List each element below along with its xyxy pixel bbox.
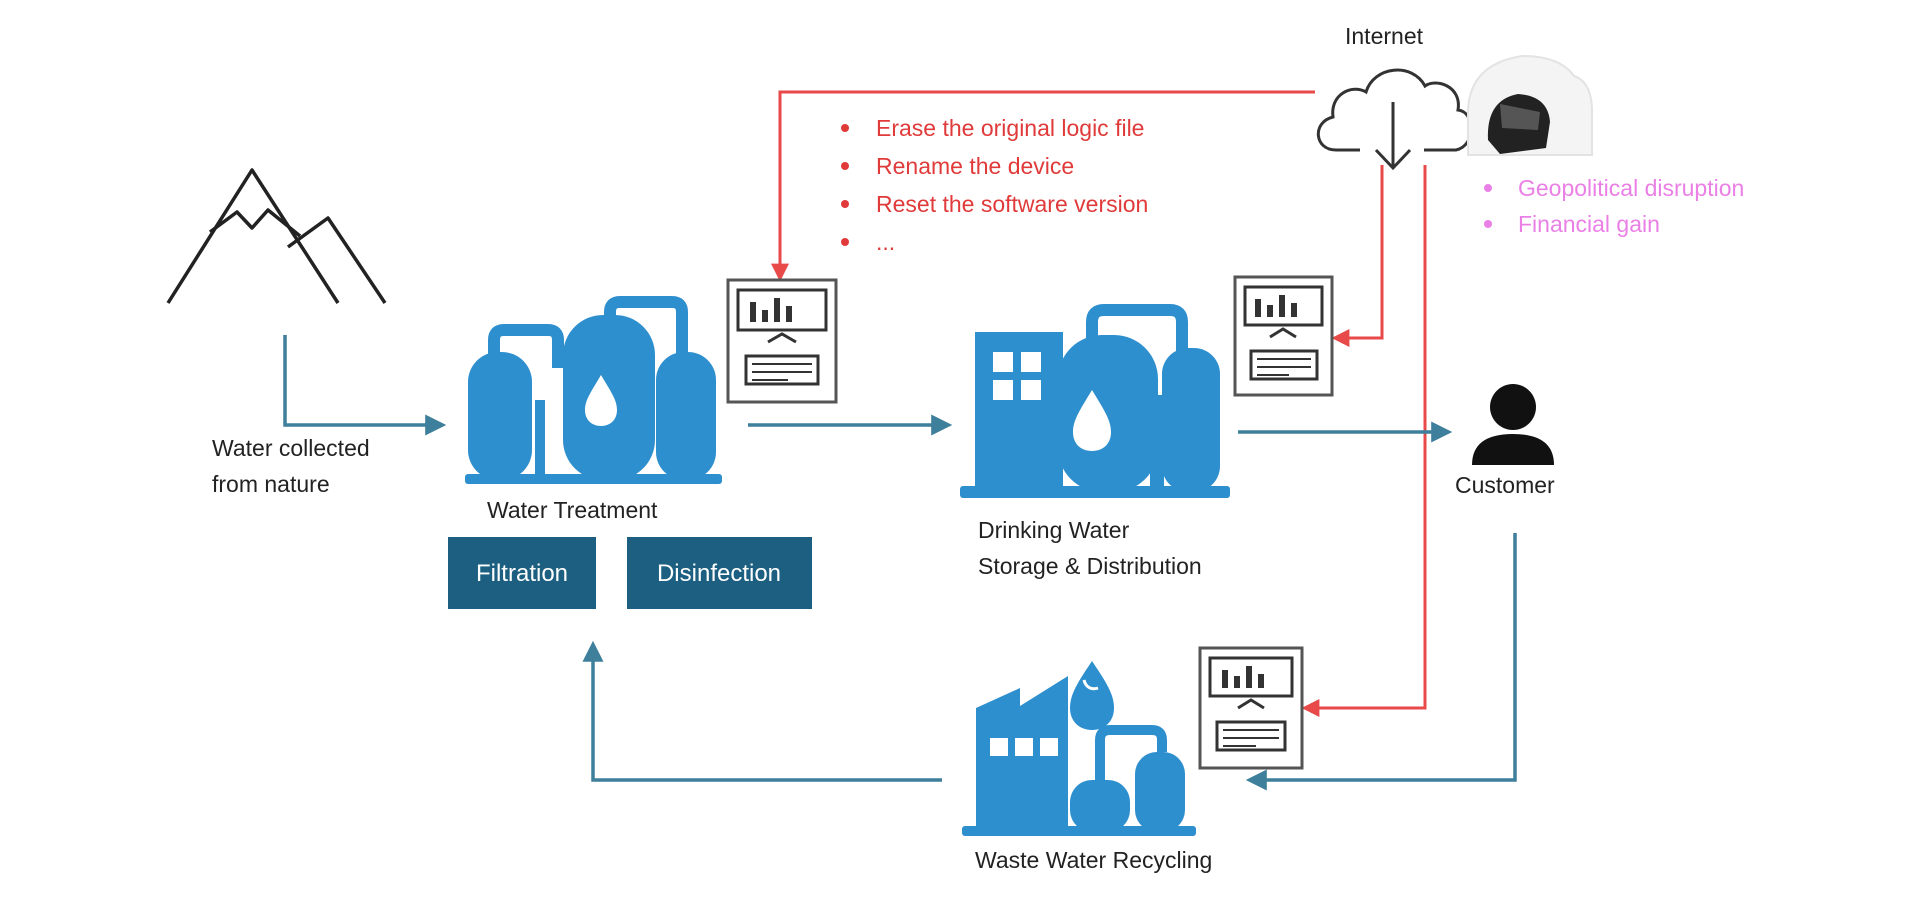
attack-paths xyxy=(771,90,1427,717)
plc-controller-icon xyxy=(1198,646,1304,770)
attacker-motive-item: Financial gain xyxy=(1518,211,1660,237)
attacker-motive-item: Geopolitical disruption xyxy=(1518,175,1744,201)
internet-label: Internet xyxy=(1345,23,1424,49)
plc-controller-icon xyxy=(1233,275,1334,397)
attack-line-treatment xyxy=(771,90,1315,282)
attack-actions-list: Erase the original logic file Rename the… xyxy=(841,115,1148,255)
flow-customer-to-recycling xyxy=(1245,533,1517,791)
waste-water-label: Waste Water Recycling xyxy=(975,847,1212,873)
drinking-water-label-line1: Drinking Water xyxy=(978,517,1130,543)
attack-action-item: Erase the original logic file xyxy=(876,115,1144,141)
customer-label: Customer xyxy=(1455,472,1555,498)
filtration-box: Filtration xyxy=(448,537,596,609)
disinfection-box: Disinfection xyxy=(627,537,812,609)
water-storage-facility-icon xyxy=(960,304,1230,498)
attack-line-storage xyxy=(1331,165,1384,347)
filtration-label: Filtration xyxy=(476,560,568,587)
flow-source-to-treatment xyxy=(283,335,447,436)
disinfection-label: Disinfection xyxy=(657,560,781,587)
drinking-water-label-line2: Storage & Distribution xyxy=(978,553,1202,579)
attack-action-item: Rename the device xyxy=(876,153,1074,179)
attacker-motives-list: Geopolitical disruption Financial gain xyxy=(1484,175,1744,237)
waste-water-plant-icon xyxy=(962,661,1196,836)
flow-recycling-to-treatment xyxy=(582,640,942,782)
water-treatment-label: Water Treatment xyxy=(487,497,658,523)
plc-controller-icon xyxy=(726,278,838,404)
water-source-label-line2: from nature xyxy=(212,471,330,497)
attack-line-recycling xyxy=(1301,165,1427,717)
attack-action-item: Reset the software version xyxy=(876,191,1148,217)
water-flow-paths xyxy=(283,335,1517,791)
cloud-download-icon xyxy=(1316,68,1473,171)
attack-action-item: ... xyxy=(876,229,895,255)
mountain-icon xyxy=(166,168,387,304)
water-source-label-line1: Water collected xyxy=(212,435,370,461)
hacker-icon xyxy=(1467,54,1593,156)
person-icon xyxy=(1472,384,1554,465)
water-treatment-plant-icon xyxy=(465,296,722,484)
